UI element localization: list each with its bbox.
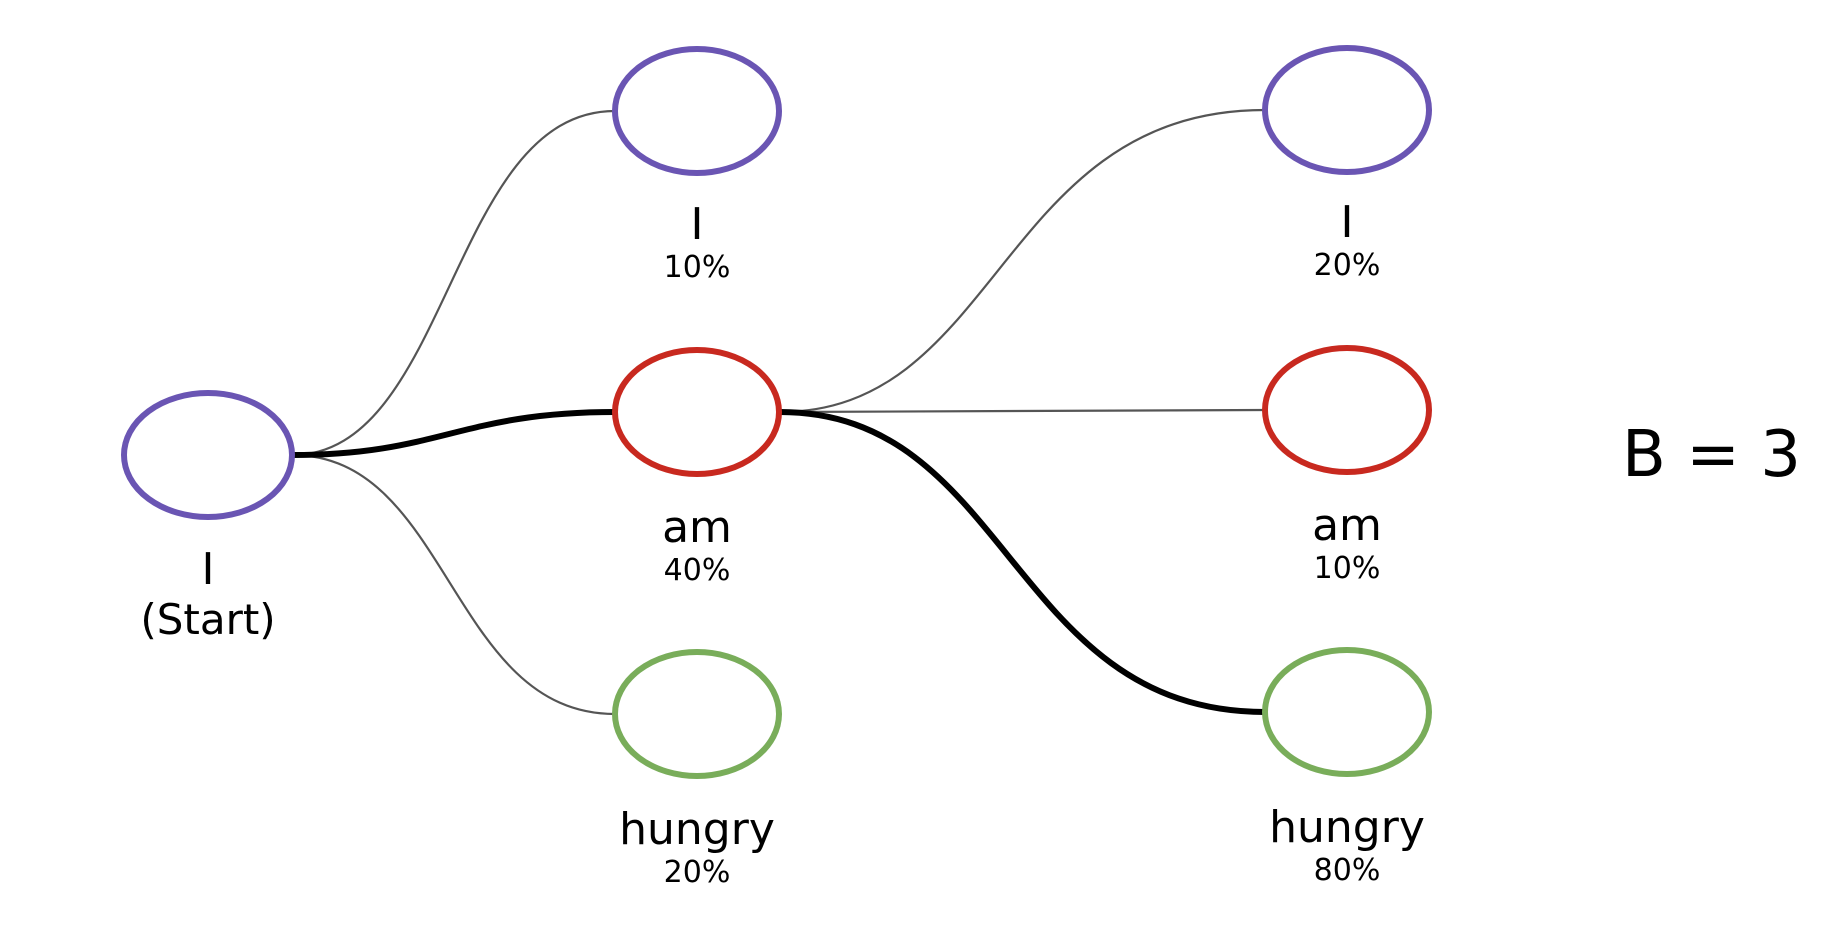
label-step2-hungry: hungry 80%	[1269, 802, 1425, 888]
label-step1-hungry-word: hungry	[619, 804, 775, 855]
edge-am-to-i	[779, 108, 1266, 414]
label-start: I (Start)	[140, 544, 276, 644]
node-start	[121, 390, 295, 520]
node-step2-hungry	[1262, 647, 1432, 777]
label-start-sub: (Start)	[140, 594, 276, 644]
label-step2-i-pct: 20%	[1313, 247, 1381, 283]
label-step2-i-word: I	[1340, 197, 1354, 248]
node-step1-hungry	[612, 649, 782, 779]
label-step2-am: am 10%	[1312, 500, 1382, 586]
label-step1-am-pct: 40%	[663, 552, 731, 588]
label-step2-i: I 20%	[1313, 197, 1381, 283]
label-step1-i-pct: 10%	[663, 249, 731, 285]
beam-width-label: B = 3	[1622, 418, 1801, 492]
label-step2-am-word: am	[1312, 500, 1382, 551]
node-step1-am	[612, 347, 782, 477]
edge-am-to-hungry-best	[779, 409, 1266, 715]
edges-layer	[291, 108, 1266, 716]
label-step1-i: I 10%	[663, 199, 731, 285]
label-step2-hungry-pct: 80%	[1313, 852, 1381, 888]
label-step1-i-word: I	[690, 199, 704, 250]
label-step1-hungry-pct: 20%	[663, 854, 731, 890]
edge-start-to-am-best	[291, 409, 616, 458]
label-step1-am-word: am	[662, 502, 732, 553]
edge-start-to-hungry	[291, 453, 616, 716]
label-step1-am: am 40%	[662, 502, 732, 588]
node-step1-i	[612, 46, 782, 176]
label-step2-am-pct: 10%	[1313, 550, 1381, 586]
label-step2-hungry-word: hungry	[1269, 802, 1425, 853]
node-step2-am	[1262, 345, 1432, 475]
label-step1-hungry: hungry 20%	[619, 804, 775, 890]
node-step2-i	[1262, 45, 1432, 175]
edge-am-to-am	[779, 408, 1266, 414]
label-start-word: I	[201, 544, 215, 595]
edge-start-to-i	[291, 109, 616, 457]
